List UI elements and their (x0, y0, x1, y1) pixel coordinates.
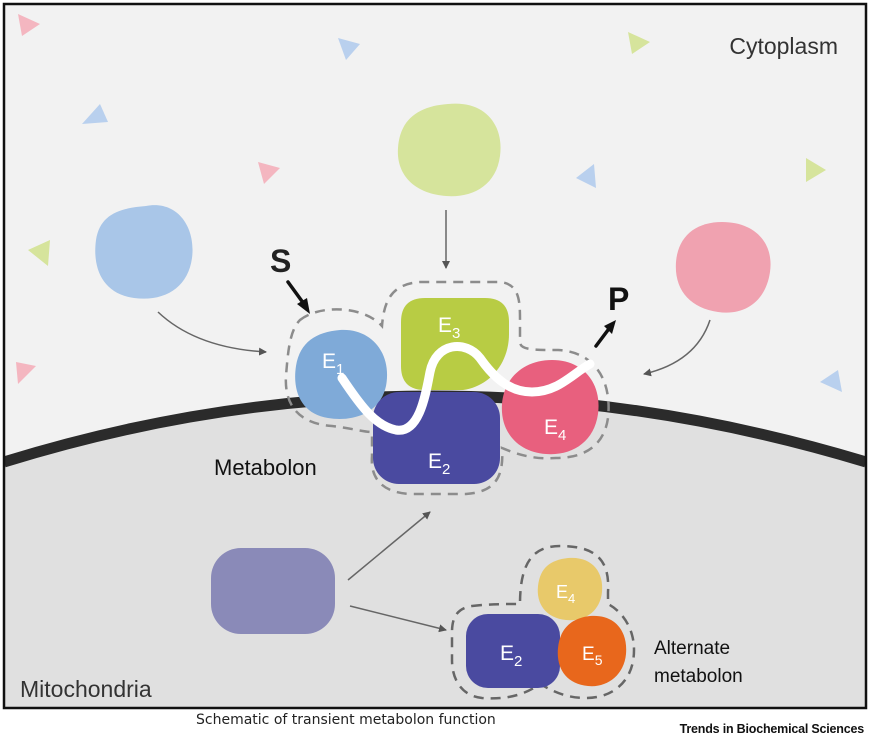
substrate-arrow (286, 280, 306, 306)
recruit-arrow-e4 (643, 319, 711, 377)
metabolite-triangle (338, 38, 360, 60)
channeling-path (337, 342, 595, 435)
free-e2-enzyme (211, 548, 335, 634)
e3-label: E3 (438, 314, 460, 342)
metabolite-triangle (28, 240, 50, 266)
recruit-arrow-e2-metabolon (347, 511, 431, 581)
free-e4-enzyme (675, 222, 771, 313)
alt-e4-label: E4 (556, 582, 575, 606)
metabolon-outline (284, 280, 610, 496)
metabolon-diagram: E1 E3 E2 E4 S P Cytoplasm Metabolon Mito… (2, 2, 868, 710)
alt-e4-enzyme (537, 557, 603, 621)
metabolite-triangle (82, 104, 108, 124)
product-label: P (608, 281, 629, 317)
mitochondria-region (4, 396, 866, 708)
metabolite-triangle (18, 14, 40, 36)
free-e1-enzyme (95, 205, 193, 299)
alternate-metabolon-label: Alternate metabolon (654, 638, 743, 687)
publisher-label: Trends in Biochemical Sciences (679, 722, 865, 736)
metabolon-label: Metabolon (214, 455, 317, 480)
product-arrow-head (604, 320, 616, 334)
alt-e2-label: E2 (500, 642, 522, 670)
metabolite-triangle (16, 362, 36, 384)
e2-enzyme (373, 392, 500, 484)
alternate-label-line2: metabolon (654, 666, 743, 687)
metabolite-triangle (628, 32, 650, 54)
mitochondria-label: Mitochondria (20, 676, 152, 702)
e4-enzyme (501, 360, 599, 455)
metabolite-triangle (258, 162, 280, 184)
caption-bar: Schematic of transient metabolon functio… (0, 712, 870, 736)
metabolite-triangle (820, 370, 842, 392)
substrate-label: S (270, 243, 291, 279)
free-e3-enzyme (397, 103, 501, 197)
recruit-arrow-e2-alternate (349, 605, 447, 633)
diagram-border (2, 2, 868, 710)
alt-e2-enzyme (466, 614, 560, 688)
e2-label: E2 (428, 450, 450, 478)
alternate-label-line1: Alternate (654, 638, 730, 659)
figure-caption: Schematic of transient metabolon functio… (196, 712, 496, 728)
metabolite-triangle (806, 158, 826, 182)
metabolite-triangles (16, 14, 842, 392)
product-arrow (594, 328, 610, 348)
metabolite-triangle (576, 164, 596, 188)
alternate-metabolon-outline (450, 544, 636, 700)
substrate-arrow-head (297, 298, 310, 314)
cytoplasm-label: Cytoplasm (729, 33, 838, 59)
alt-e5-label: E5 (582, 644, 603, 668)
e1-label: E1 (322, 350, 344, 378)
e4-label: E4 (544, 416, 566, 444)
recruit-arrow-e1 (157, 311, 267, 356)
alt-e5-enzyme (557, 615, 627, 687)
